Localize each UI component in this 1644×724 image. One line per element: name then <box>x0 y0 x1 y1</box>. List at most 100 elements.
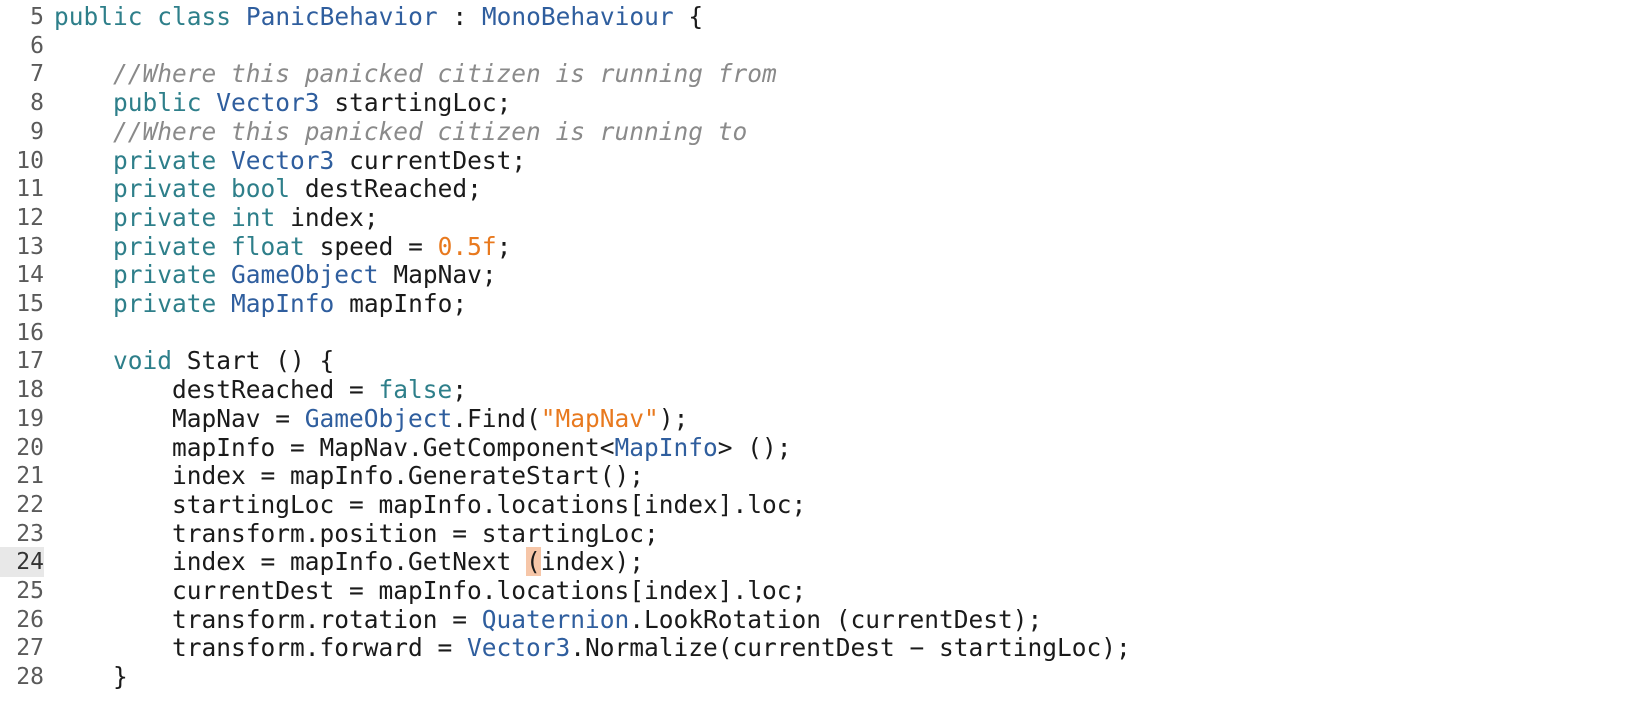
line-number: 28 <box>16 664 44 691</box>
code-token <box>231 2 246 31</box>
code-text: index = mapInfo.GenerateStart(); <box>54 461 644 491</box>
code-token: GameObject <box>231 260 379 290</box>
code-token: MapInfo <box>614 432 718 462</box>
code-token <box>216 146 231 175</box>
code-line[interactable]: 23 transform.position = startingLoc; <box>0 519 1644 549</box>
code-line[interactable]: 6 <box>0 31 1644 61</box>
line-number: 19 <box>16 405 44 432</box>
code-line[interactable]: 12 private int index; <box>0 203 1644 233</box>
code-token: ; <box>496 231 512 261</box>
line-number: 15 <box>16 291 44 317</box>
code-token: { <box>688 2 704 31</box>
code-token: transform.position = startingLoc; <box>54 518 659 548</box>
code-text: //Where this panicked citizen is running… <box>54 59 777 89</box>
code-line[interactable]: 8 public Vector3 startingLoc; <box>0 88 1644 118</box>
line-number: 17 <box>16 348 44 375</box>
code-token: private <box>113 145 217 175</box>
line-number: 7 <box>30 61 44 88</box>
line-number: 12 <box>16 204 44 231</box>
code-line[interactable]: 19 MapNav = GameObject.Find("MapNav"); <box>0 404 1644 434</box>
code-line[interactable]: 14 private GameObject MapNav; <box>0 260 1644 290</box>
line-number: 27 <box>16 635 44 662</box>
code-token: Vector3 <box>467 633 571 663</box>
code-line[interactable]: 20 mapInfo = MapNav.GetComponent<MapInfo… <box>0 433 1644 463</box>
code-token: Vector3 <box>216 88 320 118</box>
line-number: 25 <box>16 578 44 604</box>
code-token <box>54 203 113 232</box>
code-text: index = mapInfo.GetNext (index); <box>54 547 644 577</box>
code-token: private <box>113 202 217 232</box>
code-text: MapNav = GameObject.Find("MapNav"); <box>54 404 688 434</box>
code-text: currentDest = mapInfo.locations[index].l… <box>54 576 806 606</box>
code-line[interactable]: 18 destReached = false; <box>0 375 1644 405</box>
code-token: transform.rotation = <box>54 604 482 634</box>
code-token <box>275 203 290 232</box>
code-token <box>202 88 217 117</box>
code-line[interactable]: 17 void Start () { <box>0 346 1644 376</box>
code-text: private float speed = 0.5f; <box>54 232 511 262</box>
code-token <box>54 146 113 175</box>
code-line[interactable]: 13 private float speed = 0.5f; <box>0 232 1644 262</box>
code-line[interactable]: 24 index = mapInfo.GetNext (index); <box>0 547 1644 578</box>
line-number: 18 <box>16 377 44 404</box>
code-token <box>674 2 689 31</box>
code-token <box>320 88 335 117</box>
line-number: 24 <box>0 547 44 578</box>
line-number: 14 <box>16 262 44 289</box>
code-token <box>54 289 113 318</box>
code-line[interactable]: 27 transform.forward = Vector3.Normalize… <box>0 633 1644 663</box>
line-number: 16 <box>16 319 44 346</box>
code-token: //Where this panicked citizen is running… <box>113 59 777 89</box>
code-token <box>216 203 231 232</box>
code-line[interactable]: 9 //Where this panicked citizen is runni… <box>0 117 1644 147</box>
code-token <box>290 174 305 203</box>
code-token: public <box>113 88 202 118</box>
code-token: mapInfo; <box>349 289 468 318</box>
code-token: PanicBehavior <box>245 2 438 31</box>
code-token: void <box>113 346 173 376</box>
code-text: startingLoc = mapInfo.locations[index].l… <box>54 490 806 520</box>
code-token: MonoBehaviour <box>481 2 674 31</box>
code-line[interactable]: 26 transform.rotation = Quaternion.LookR… <box>0 605 1644 635</box>
code-text: } <box>54 662 128 692</box>
code-token: public <box>54 2 143 31</box>
code-line[interactable]: 22 startingLoc = mapInfo.locations[index… <box>0 490 1644 520</box>
code-token <box>334 146 349 175</box>
code-token: Quaternion <box>481 604 630 634</box>
code-line[interactable]: 11 private bool destReached; <box>0 174 1644 204</box>
code-token: private <box>113 260 217 290</box>
line-number: 9 <box>30 118 44 145</box>
code-token: index); <box>540 547 645 577</box>
code-token <box>216 289 231 318</box>
code-token: index = mapInfo.GenerateStart(); <box>54 461 645 491</box>
code-token: index = mapInfo.GetNext <box>54 547 527 577</box>
code-token: MapNav = <box>54 403 305 433</box>
line-number: 10 <box>16 147 44 174</box>
code-token: GameObject <box>304 403 453 433</box>
code-token <box>54 117 113 146</box>
code-line[interactable]: 25 currentDest = mapInfo.locations[index… <box>0 576 1644 606</box>
code-line[interactable]: 10 private Vector3 currentDest; <box>0 146 1644 176</box>
code-token <box>54 346 113 375</box>
code-text: transform.position = startingLoc; <box>54 519 659 549</box>
code-token: false <box>378 375 453 405</box>
code-token <box>54 88 113 117</box>
code-line[interactable]: 15 private MapInfo mapInfo; <box>0 289 1644 319</box>
code-token: 0.5f <box>437 231 497 261</box>
code-token: //Where this panicked citizen is running… <box>113 116 748 146</box>
code-line[interactable]: 7 //Where this panicked citizen is runni… <box>0 59 1644 89</box>
code-token: float <box>231 231 305 261</box>
code-token: int <box>231 202 276 232</box>
code-token: .Find( <box>452 403 541 433</box>
code-line[interactable]: 28 } <box>0 662 1644 692</box>
code-line[interactable]: 21 index = mapInfo.GenerateStart(); <box>0 461 1644 491</box>
code-token: startingLoc = mapInfo.locations[index].l… <box>54 489 807 519</box>
code-token: startingLoc; <box>334 88 512 118</box>
code-token <box>143 2 158 31</box>
code-token: Vector3 <box>231 145 335 175</box>
code-token: bool <box>231 174 291 204</box>
code-line[interactable]: 16 <box>0 318 1644 348</box>
code-text: void Start () { <box>54 346 334 376</box>
